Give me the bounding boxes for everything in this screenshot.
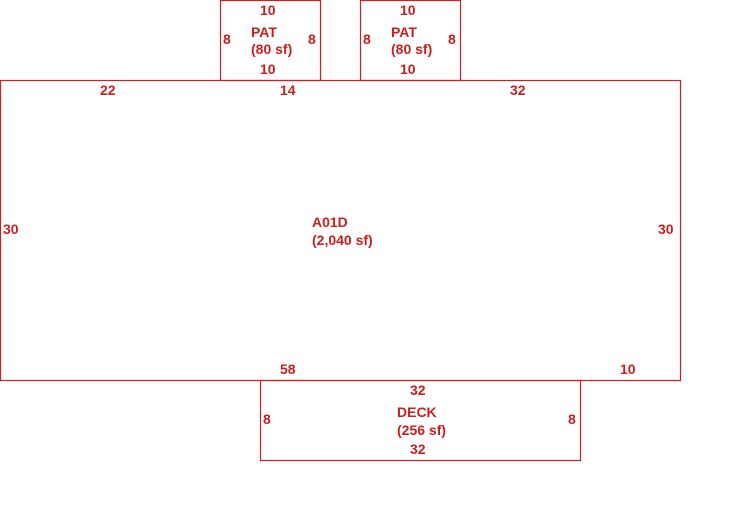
patio-1-left-dim: 8: [223, 31, 231, 47]
patio-1-top-dim: 10: [260, 2, 276, 18]
deck-right-dim: 8: [568, 411, 576, 427]
deck-outline: [259, 379, 582, 462]
main-top-right-dim: 32: [510, 82, 526, 98]
main-top-left-dim: 22: [100, 82, 116, 98]
patio-1-name: PAT: [251, 24, 277, 40]
patio-2-left-dim: 8: [363, 31, 371, 47]
main-right-dim: 30: [658, 221, 674, 237]
main-bottom-right-dim: 10: [620, 361, 636, 377]
patio-1-right-dim: 8: [308, 31, 316, 47]
patio-2-right-dim: 8: [448, 31, 456, 47]
main-left-dim: 30: [3, 221, 19, 237]
patio-2-bottom-dim: 10: [400, 61, 416, 77]
deck-top-dim: 32: [410, 382, 426, 398]
main-area-size: (2,040 sf): [312, 232, 373, 248]
deck-name: DECK: [397, 404, 437, 420]
main-top-mid-dim: 14: [280, 82, 296, 98]
patio-1-bottom-dim: 10: [260, 61, 276, 77]
deck-left-dim: 8: [263, 411, 271, 427]
deck-area: (256 sf): [397, 422, 446, 438]
deck-bottom-dim: 32: [410, 441, 426, 457]
patio-1-area: (80 sf): [251, 41, 292, 57]
main-area-outline: [0, 79, 682, 382]
main-bottom-left-dim: 58: [280, 361, 296, 377]
patio-2-name: PAT: [391, 24, 417, 40]
patio-2-area: (80 sf): [391, 41, 432, 57]
main-area-name: A01D: [312, 214, 348, 230]
patio-2-top-dim: 10: [400, 2, 416, 18]
